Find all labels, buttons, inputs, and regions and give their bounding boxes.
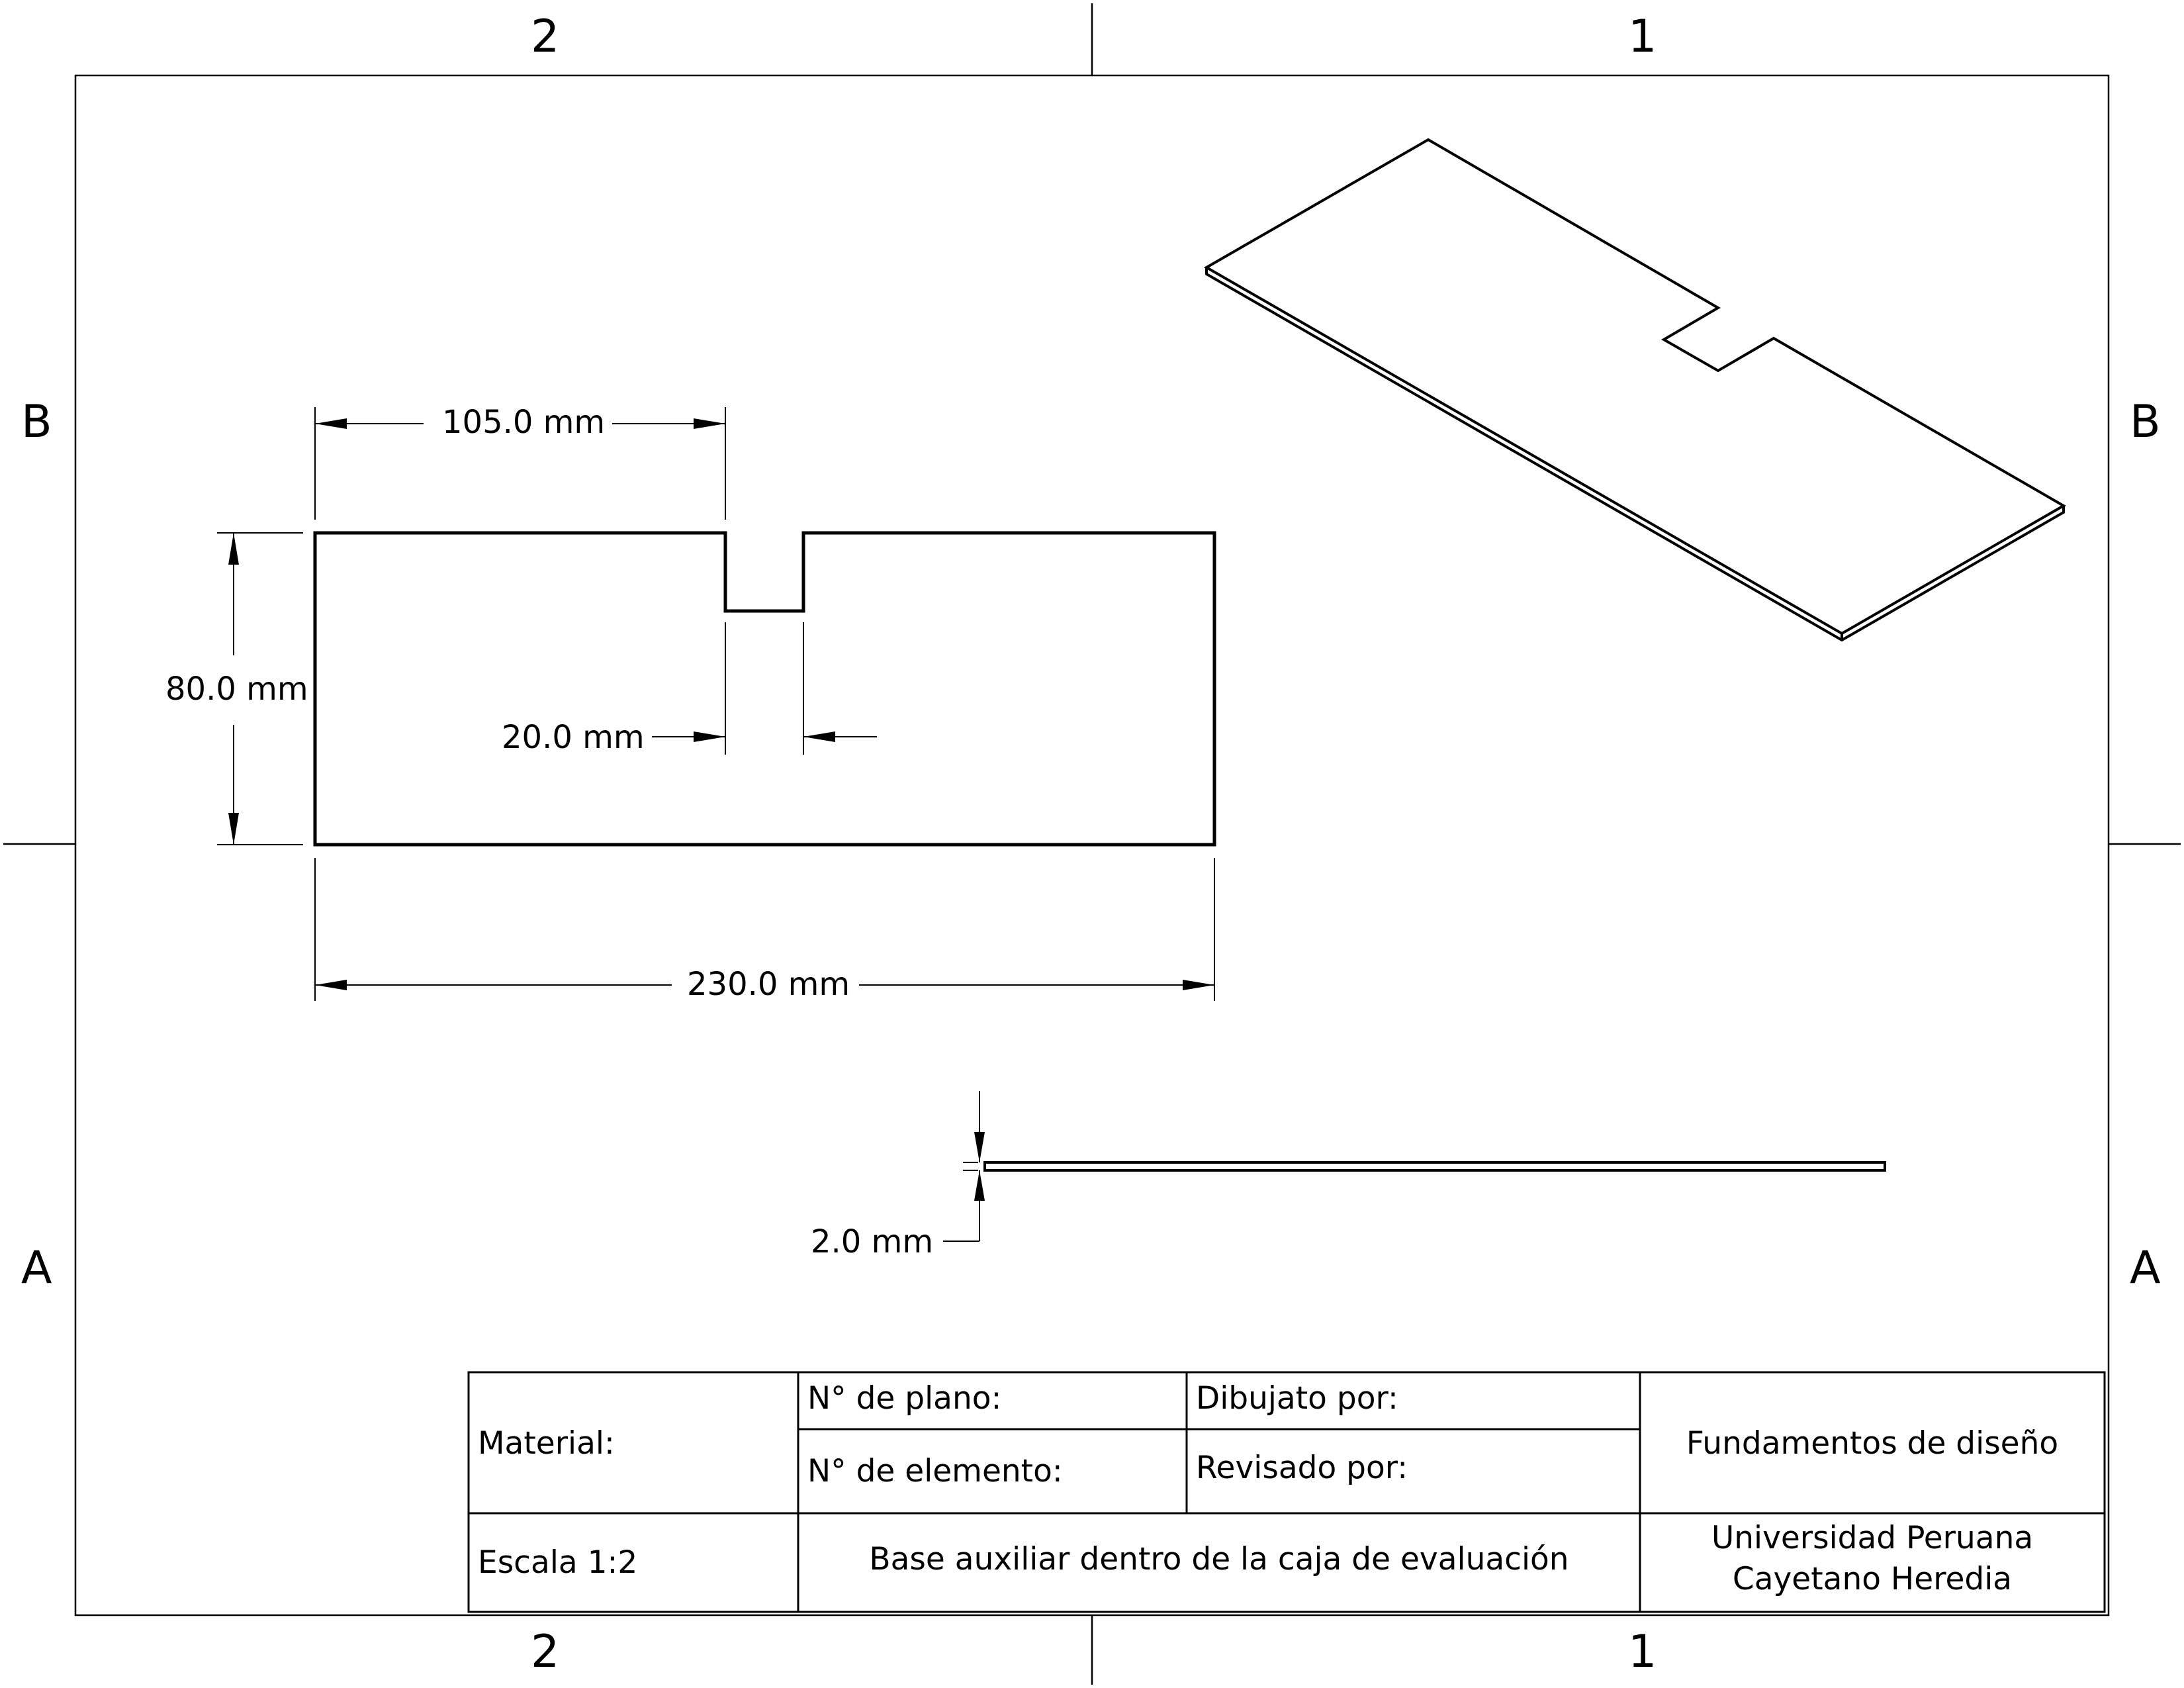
arrowhead: [315, 980, 347, 990]
front-view-outline: [313, 531, 1216, 847]
dimension-label-notch-width: 20.0 mm: [502, 719, 645, 756]
dimension-length: [314, 858, 1215, 1001]
scale-label: Escala 1:2: [478, 1544, 638, 1581]
arrowhead: [315, 418, 347, 429]
dimension-label-thickness: 2.0 mm: [811, 1223, 934, 1260]
side-view-outline: [983, 1161, 1886, 1172]
zone-label-col-right-bottom: 1: [1628, 1626, 1657, 1678]
arrowhead: [974, 1170, 985, 1201]
dimension-thickness: [943, 1091, 985, 1242]
arrowhead: [228, 813, 239, 845]
iso-front-edge: [1205, 267, 2065, 642]
title-block-grid: [467, 1371, 2106, 1613]
element-number-label: N° de elemento:: [807, 1453, 1063, 1489]
reviewed-by-label: Revisado por:: [1196, 1450, 1408, 1486]
dimension-notch-offset: [314, 407, 726, 520]
zone-label-row-upper-left: B: [21, 396, 52, 448]
zone-label-col-left-top: 2: [531, 11, 560, 63]
zone-label-row-lower-right: A: [2130, 1242, 2161, 1294]
sheet-border: [3, 3, 2181, 1685]
university-name-line2: Cayetano Heredia: [1732, 1561, 2013, 1597]
zone-label-row-upper-right: B: [2130, 396, 2161, 448]
arrowhead: [228, 533, 239, 565]
isometric-view: [1203, 138, 2067, 642]
dimension-label-notch-offset: 105.0 mm: [442, 404, 606, 441]
zone-label-col-right-top: 1: [1628, 11, 1657, 63]
drawn-by-label: Dibujato por:: [1196, 1380, 1398, 1417]
arrowhead: [1183, 980, 1214, 990]
zone-label-col-left-bottom: 2: [531, 1626, 560, 1678]
material-label: Material:: [478, 1425, 615, 1462]
arrowhead: [694, 731, 725, 742]
iso-top-face: [1203, 138, 2067, 635]
course-name: Fundamentos de diseño: [1686, 1425, 2059, 1462]
side-view: [983, 1161, 1886, 1172]
arrowhead: [694, 418, 725, 429]
zone-label-row-lower-left: A: [21, 1242, 52, 1294]
arrowhead: [974, 1132, 985, 1162]
dimension-label-length: 230.0 mm: [687, 966, 850, 1003]
plan-number-label: N° de plano:: [807, 1380, 1002, 1417]
part-name: Base auxiliar dentro de la caja de evalu…: [869, 1541, 1569, 1577]
dimension-label-height: 80.0 mm: [165, 671, 308, 708]
university-name-line1: Universidad Peruana: [1711, 1520, 2034, 1556]
arrowhead: [803, 731, 835, 742]
dimension-notch-width: [652, 622, 877, 755]
dimension-height: [217, 532, 303, 845]
